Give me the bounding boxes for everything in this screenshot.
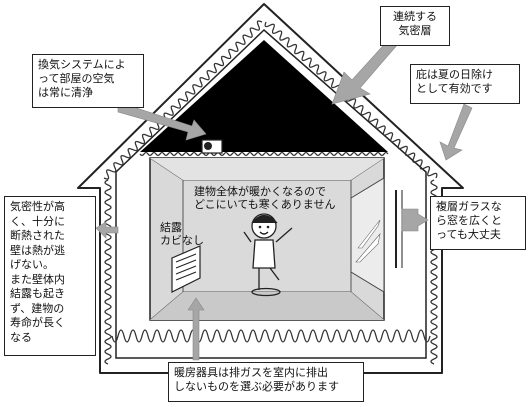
callout-heater: 暖房器具は排ガスを室内に排出 しないものを選ぶ必要があります (168, 362, 364, 402)
callout-eaves: 庇は夏の日除け として有効です (410, 64, 520, 104)
roof-insulation-left (103, 20, 263, 180)
ceiling-insulation (139, 151, 389, 157)
heater-icon (171, 245, 201, 293)
arrow-to-window (401, 208, 429, 232)
attic-black (140, 40, 388, 152)
double-glazed-window (350, 177, 385, 293)
arrow-to-wall (95, 221, 119, 239)
arrow-to-heater (187, 297, 205, 361)
callout-airtight-layer: 連続する 気密層 (380, 6, 450, 46)
wall-insulation-left (104, 179, 112, 365)
room-ceiling (150, 158, 384, 180)
callout-ventilation: 換気システムによ って部屋の空気 は常に清浄 (32, 54, 144, 108)
room-no-mold-text: 結露 カビなし (160, 221, 204, 247)
callout-double-glass: 複層ガラスな ら窓を広くと っても大丈夫 (430, 196, 526, 250)
window-glare (355, 219, 381, 263)
arrow-to-airtight-layer (331, 37, 399, 105)
floor-insulation (111, 329, 431, 343)
ventilation-fan-icon (201, 139, 223, 154)
roof-insulation-right (264, 21, 438, 179)
arrow-to-eaves (439, 103, 473, 161)
room-warm-text: 建物全体が暖かくなるので どこにいても寒くありません (194, 185, 336, 211)
callout-insulated-wall: 気密性が高 く、十分に 断熱された 壁は熱が逃 げない。 また壁体内 結露も起き… (4, 196, 96, 356)
room-floor (150, 292, 384, 320)
happy-child-icon (243, 213, 293, 297)
arrow-to-ventilation (117, 101, 207, 141)
